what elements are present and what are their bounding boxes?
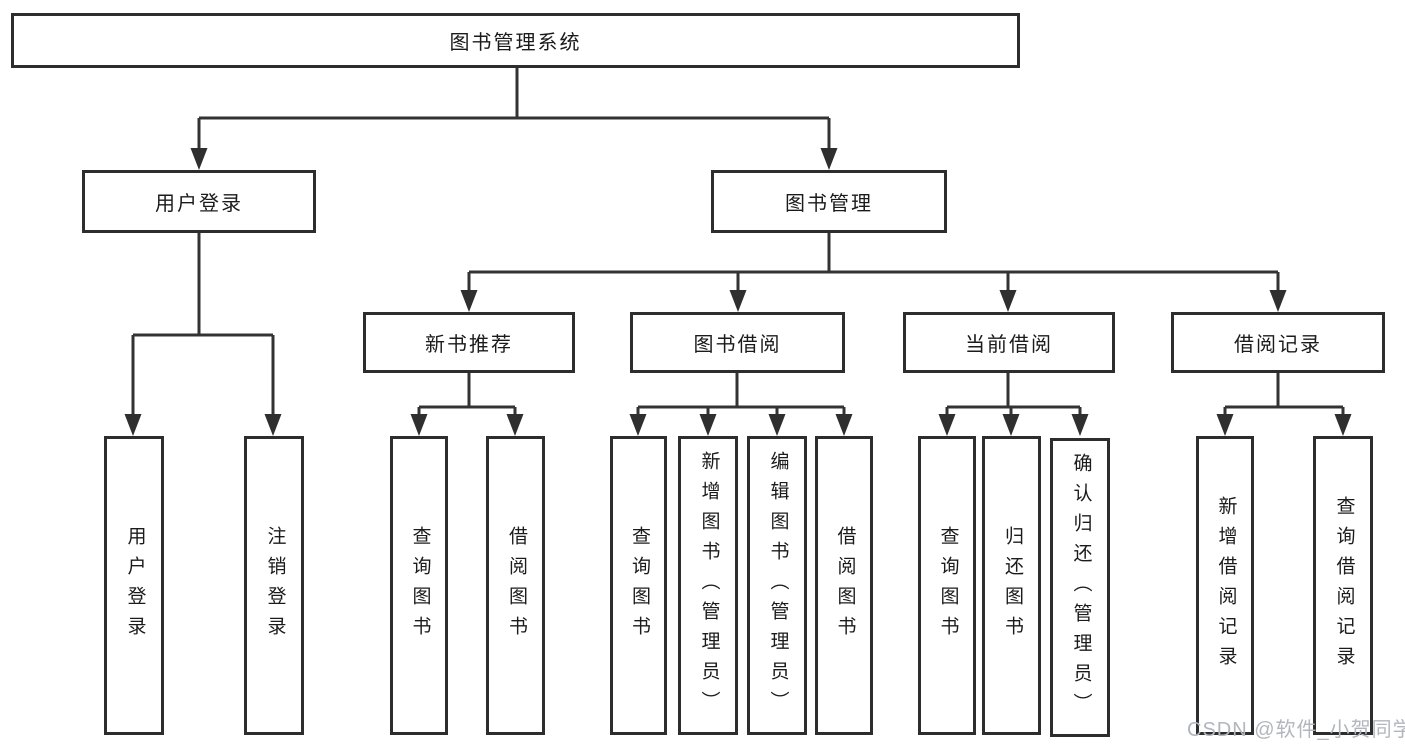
arrowhead [835, 414, 853, 436]
leaf-return-books: 归还图书 [982, 436, 1041, 735]
leaf-add-books-admin: 新增图书（管理员） [678, 436, 738, 735]
node-label: 图书管理系统 [449, 32, 582, 54]
node-label: 查询图书 [628, 525, 650, 646]
node-borrowing-records: 借阅记录 [1171, 312, 1385, 373]
node-book-management: 图书管理 [711, 170, 947, 233]
leaf-query-borrow-record: 查询借阅记录 [1313, 436, 1373, 735]
leaf-query-books-current: 查询图书 [918, 436, 976, 735]
arrowhead [460, 290, 478, 312]
arrowhead [729, 290, 747, 312]
node-label: 查询借阅记录 [1333, 495, 1355, 676]
node-new-book-recommendation: 新书推荐 [363, 312, 575, 373]
arrowhead [1216, 414, 1234, 436]
leaf-query-books-recommend: 查询图书 [390, 436, 448, 735]
leaf-edit-books-admin: 编辑图书（管理员） [747, 436, 807, 735]
arrowhead [1002, 414, 1020, 436]
node-label: 图书管理 [785, 193, 873, 215]
node-current-borrowing: 当前借阅 [903, 312, 1115, 373]
leaf-confirm-return-admin: 确认归还（管理员） [1050, 438, 1110, 737]
leaf-user-login: 用户登录 [104, 436, 164, 735]
node-label: 查询图书 [409, 525, 431, 646]
arrowhead [999, 290, 1017, 312]
node-label: 确认归还（管理员） [1070, 452, 1092, 723]
arrowhead [190, 148, 208, 170]
node-label: 编辑图书（管理员） [767, 450, 789, 721]
leaf-borrow-books-recommend: 借阅图书 [486, 436, 545, 735]
node-label: 借阅记录 [1234, 334, 1322, 356]
arrowhead [506, 414, 524, 436]
arrowhead [264, 414, 282, 436]
arrowhead [629, 414, 647, 436]
leaf-query-books-borrow: 查询图书 [610, 436, 667, 735]
node-label: 图书借阅 [693, 334, 782, 356]
node-label: 当前借阅 [965, 334, 1053, 356]
leaf-logout: 注销登录 [244, 436, 304, 735]
arrowhead [124, 414, 142, 436]
leaf-borrow-books: 借阅图书 [815, 436, 873, 735]
node-label: 新书推荐 [425, 334, 513, 356]
leaf-add-borrow-record: 新增借阅记录 [1196, 436, 1254, 735]
arrowhead [410, 414, 428, 436]
arrowhead [1269, 290, 1287, 312]
node-label: 用户登录 [155, 193, 243, 215]
node-label: 查询图书 [937, 525, 959, 646]
arrowhead [1071, 414, 1089, 436]
node-label: 新增图书（管理员） [698, 450, 720, 721]
csdn-watermark: CSDN @软件_小贺同学 [1187, 719, 1405, 741]
node-label: 借阅图书 [834, 525, 856, 646]
arrowhead [1334, 414, 1352, 436]
node-label: 新增借阅记录 [1215, 495, 1237, 676]
node-user-login: 用户登录 [82, 170, 316, 233]
node-label: 注销登录 [264, 525, 286, 646]
arrowhead [938, 414, 956, 436]
node-label: 用户登录 [124, 525, 146, 646]
node-library-management-system: 图书管理系统 [11, 13, 1020, 68]
node-label: 归还图书 [1001, 525, 1023, 646]
arrowhead [768, 414, 786, 436]
arrowhead [699, 414, 717, 436]
arrowhead [820, 148, 838, 170]
node-book-borrowing: 图书借阅 [630, 312, 845, 373]
node-label: 借阅图书 [505, 525, 527, 646]
